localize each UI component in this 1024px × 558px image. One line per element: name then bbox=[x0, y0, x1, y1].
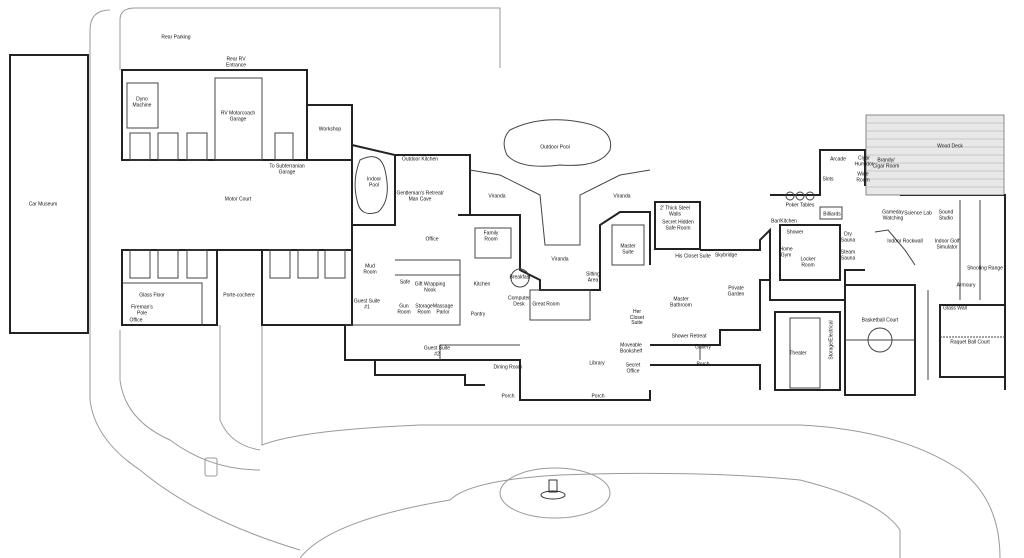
label-indoor-rockwall: Indoor Rockwall bbox=[887, 238, 923, 245]
label-man-cave: Gentleman's Retreat/ Man Cave bbox=[396, 190, 444, 202]
label-moveable-bookshelf: Moveable Bookshelf bbox=[620, 342, 642, 354]
label-glass-wall: Glass Wall bbox=[943, 305, 967, 312]
label-guest-suite-1: Guest Suite #1 bbox=[353, 298, 381, 310]
label-wine-room: Wine Room bbox=[856, 171, 870, 183]
label-subterranean-garage: To Subterranian Garage bbox=[269, 163, 305, 175]
label-mud-room: Mud Room bbox=[363, 263, 377, 275]
label-family-room: Family Room bbox=[483, 230, 499, 242]
label-golf-simulator: Indoor Golf Simulator bbox=[934, 238, 960, 250]
label-brandy-cigar-room: Brandy/ Cigar Room bbox=[872, 157, 900, 169]
label-shooting-range: Shooting Range bbox=[967, 265, 1003, 272]
label-office: Office bbox=[425, 236, 439, 243]
label-massage-parlor: Massage Parlor bbox=[432, 303, 454, 315]
label-arcade: Arcade bbox=[830, 156, 846, 163]
label-dyno-machine: Dyno Machine bbox=[132, 96, 152, 108]
label-motor-court: Motor Court bbox=[224, 196, 252, 203]
label-computer-desk: Computer Desk bbox=[508, 295, 530, 307]
interior-lines bbox=[122, 77, 1005, 389]
label-slots: Slots bbox=[822, 176, 834, 183]
label-billiards: Billiards bbox=[823, 211, 841, 218]
driveway bbox=[89, 7, 1001, 558]
label-sound-studio: Sound Studio bbox=[938, 209, 954, 221]
label-viranda: Viranda bbox=[488, 193, 506, 200]
label-sitting-area: Sitting Area bbox=[586, 271, 600, 283]
label-kitchen: Kitchen bbox=[473, 281, 491, 288]
label-great-room: Great Room bbox=[532, 301, 560, 308]
label-poker-tables: Poker Tables bbox=[785, 202, 815, 209]
label-skybridge: Skybridge bbox=[714, 252, 738, 259]
label-firemans-pole: Fireman's Pole bbox=[131, 304, 153, 316]
label-storage-room: Storage Room bbox=[415, 303, 433, 315]
label-his-closet: His Closet Suite bbox=[675, 253, 711, 260]
label-basketball-court: Basketball Court bbox=[861, 317, 899, 324]
label-her-closet: Her Closet Suite bbox=[629, 308, 645, 326]
label-workshop: Workshop bbox=[318, 126, 342, 133]
label-gallery: Gallery bbox=[695, 344, 711, 351]
label-porch: Porch bbox=[591, 393, 605, 400]
label-porch: Porch bbox=[696, 361, 710, 368]
label-viranda: Viranda bbox=[613, 193, 631, 200]
label-steel-walls: 2' Thick Steel Walls bbox=[660, 205, 690, 217]
label-gift-wrapping-nook: Gift Wrapping Nook bbox=[414, 281, 446, 293]
label-shower: Shower bbox=[786, 229, 804, 236]
label-indoor-pool: Indoor Pool bbox=[366, 176, 382, 188]
label-porch: Porch bbox=[501, 393, 515, 400]
label-racquetball-court: Raquet Ball Court bbox=[950, 339, 990, 346]
label-armoury: Armoury bbox=[956, 282, 976, 289]
label-storage-electrical: Storage/Electrical bbox=[828, 320, 835, 360]
label-dry-sauna: Dry Sauna bbox=[840, 231, 856, 243]
label-garage-office: Office bbox=[129, 317, 143, 324]
label-outdoor-kitchen: Outdoor Kitchen bbox=[401, 156, 439, 163]
label-porte-cochere: Porte-cochere bbox=[223, 292, 255, 299]
label-guest-suite-2: Guest Suite #2 bbox=[423, 345, 451, 357]
label-rear-rv-entrance: Rear RV Entrance bbox=[225, 56, 247, 68]
label-pantry: Pantry bbox=[470, 311, 486, 318]
label-private-garden: Private Garden bbox=[727, 285, 745, 297]
label-glass-floor: Glass Floor bbox=[139, 292, 165, 299]
label-safe: Safe bbox=[399, 279, 411, 286]
label-science-lab: Science Lab bbox=[904, 210, 932, 217]
label-master-suite: Master Suite bbox=[620, 243, 636, 255]
label-steam-sauna: Steam Sauna bbox=[840, 249, 856, 261]
label-car-museum: Car Museum bbox=[28, 201, 58, 208]
label-bar-kitchen: Bar/Kitchen bbox=[771, 218, 797, 225]
fountain-icon bbox=[540, 479, 566, 500]
label-dining-room: Dining Room bbox=[493, 364, 523, 371]
wood-deck-planks bbox=[865, 114, 1005, 196]
label-breakfast: Breakfast bbox=[509, 274, 531, 281]
label-gun-room: Gun Room bbox=[397, 303, 411, 315]
label-rv-garage: RV Motorcoach Garage bbox=[220, 110, 256, 122]
label-rear-parking: Rear Parking bbox=[161, 34, 191, 41]
label-locker-room: Locker Room bbox=[800, 256, 816, 268]
label-gameday-watching: Gameday Watching bbox=[882, 209, 904, 221]
label-shower-retreat: Shower Retreat bbox=[671, 333, 707, 340]
label-wood-deck: Wood Deck bbox=[937, 143, 963, 150]
label-secret-office: Secret Office bbox=[625, 362, 641, 374]
label-master-bathroom: Master Bathroom bbox=[670, 296, 692, 308]
label-cigar-humidor: Cigar Humidor bbox=[854, 155, 874, 167]
label-theater: Theater bbox=[789, 350, 807, 357]
label-library: Library bbox=[589, 360, 605, 367]
label-home-gym: Home Gym bbox=[779, 246, 793, 258]
label-outdoor-pool: Outdoor Pool bbox=[540, 144, 570, 151]
label-viranda: Viranda bbox=[551, 256, 569, 263]
label-safe-room: Secret Hidden Safe Room bbox=[662, 219, 694, 231]
